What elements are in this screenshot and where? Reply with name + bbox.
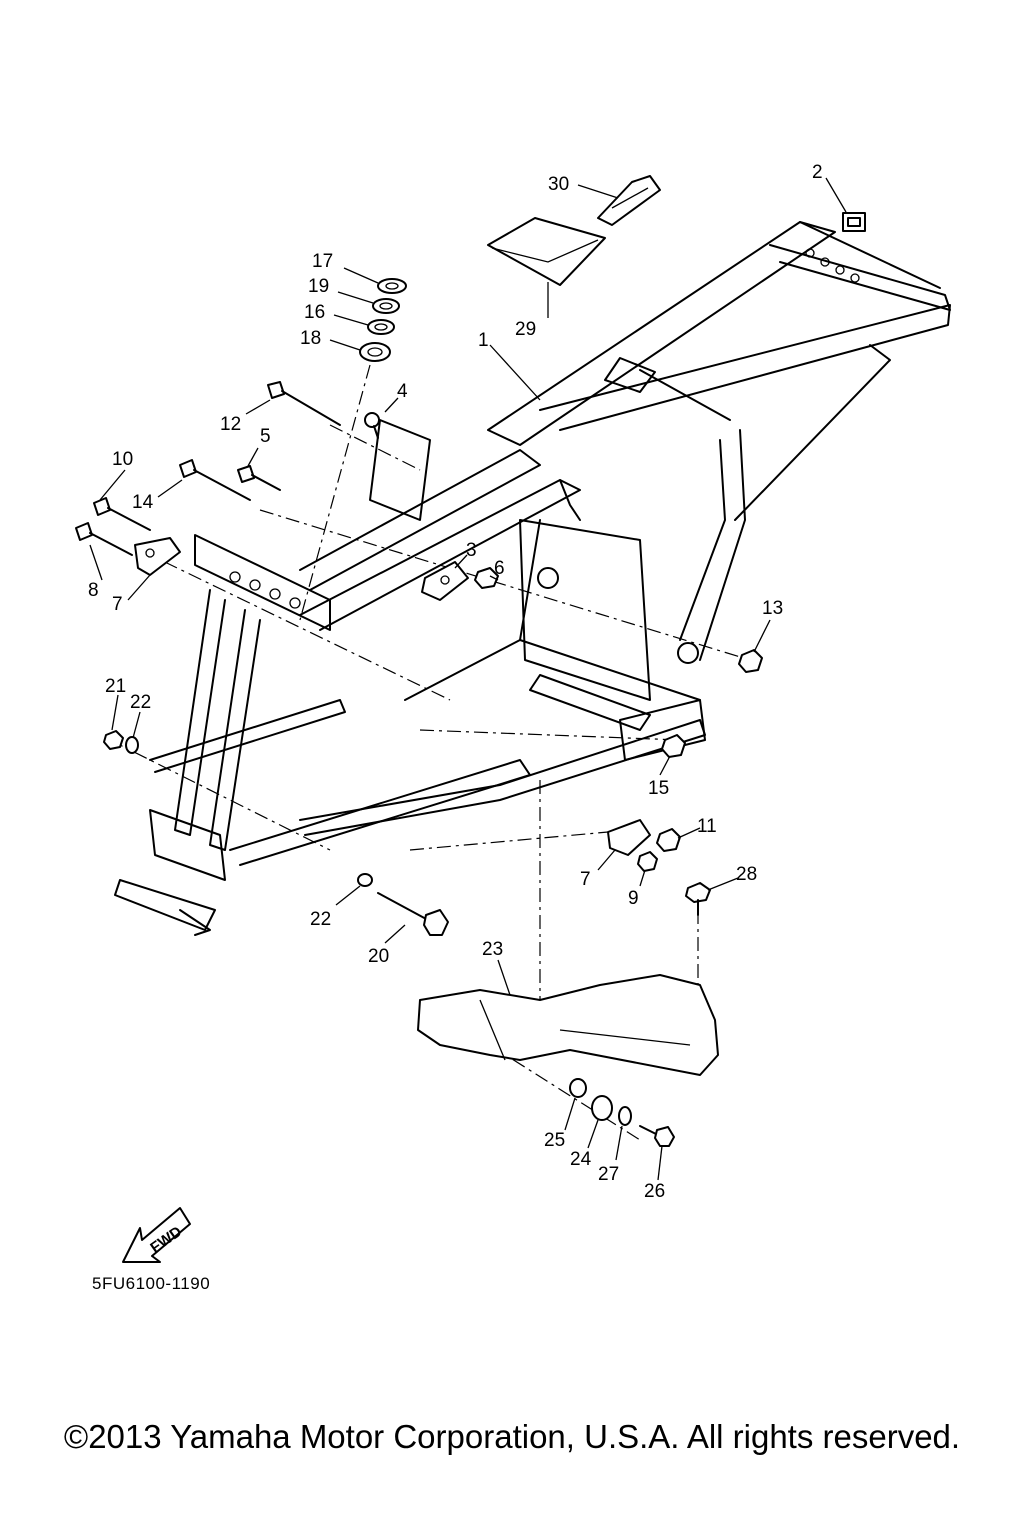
copyright-notice: ©2013 Yamaha Motor Corporation, U.S.A. A… (63, 1418, 961, 1455)
part-2-grommet[interactable] (842, 212, 866, 232)
callout-18: 18 (300, 328, 321, 349)
part-18-collar[interactable] (359, 342, 391, 362)
callout-2: 2 (812, 162, 823, 183)
callout-17: 17 (312, 251, 333, 272)
part-10-bolt[interactable] (93, 497, 151, 531)
part-24-damper[interactable] (591, 1095, 613, 1121)
callout-3: 3 (466, 540, 477, 561)
part-30-bracket[interactable] (597, 175, 661, 226)
part-12-bolt[interactable] (267, 381, 341, 426)
callout-21: 21 (105, 676, 126, 697)
callout-8: 8 (88, 580, 99, 601)
part-7-plate-rear[interactable] (607, 819, 651, 856)
callout-30: 30 (548, 174, 569, 195)
callout-labels: 30 2 29 17 19 16 18 1 4 12 5 10 14 3 6 8… (88, 162, 823, 1202)
callout-13: 13 (762, 598, 783, 619)
callout-10: 10 (112, 449, 133, 470)
part-13-nut[interactable] (738, 649, 763, 673)
callout-12: 12 (220, 414, 241, 435)
part-3-plate[interactable] (421, 561, 469, 601)
part-22-washer-left[interactable] (125, 736, 139, 754)
callout-6: 6 (494, 558, 505, 579)
part-19-collar[interactable] (372, 298, 400, 314)
callout-20: 20 (368, 946, 389, 967)
part-6-nut[interactable] (474, 567, 499, 589)
callout-28: 28 (736, 864, 757, 885)
part-22-washer-lower[interactable] (357, 873, 373, 887)
callout-27: 27 (598, 1164, 619, 1185)
part-9-nut[interactable] (637, 851, 658, 872)
callout-26: 26 (644, 1181, 665, 1202)
callout-11: 11 (697, 816, 717, 837)
callout-15: 15 (648, 778, 669, 799)
callout-23: 23 (482, 939, 503, 960)
part-8-bolt[interactable] (75, 522, 133, 556)
part-7-plate-front[interactable] (134, 537, 181, 576)
part-28-bolt[interactable] (685, 882, 711, 916)
part-27-washer[interactable] (618, 1106, 632, 1126)
callout-29: 29 (515, 319, 536, 340)
callout-24: 24 (570, 1149, 592, 1170)
part-11-nut[interactable] (656, 828, 681, 852)
fwd-arrow-icon: FWD (122, 1207, 191, 1263)
callout-14: 14 (132, 492, 154, 513)
part-4-bolt[interactable] (364, 412, 380, 439)
part-5-bolt[interactable] (237, 465, 281, 491)
callout-1: 1 (478, 330, 489, 351)
callout-5: 5 (260, 426, 271, 447)
callout-16: 16 (304, 302, 325, 323)
callout-7-rear: 7 (580, 869, 591, 890)
callout-4: 4 (397, 381, 408, 402)
part-29-cover-plate[interactable] (487, 217, 606, 286)
callout-19: 19 (308, 276, 329, 297)
callout-7-front: 7 (112, 594, 123, 615)
part-21-nut[interactable] (103, 730, 124, 750)
part-25-collar[interactable] (569, 1078, 587, 1098)
callout-leaders (89, 177, 847, 1181)
main-frame (114, 221, 951, 936)
part-15-nut[interactable] (661, 734, 686, 758)
callout-22-upper: 22 (130, 692, 151, 713)
callout-22-lower: 22 (310, 909, 331, 930)
diagram-code: 5FU6100-1190 (92, 1274, 211, 1293)
part-26-bolt[interactable] (639, 1125, 675, 1147)
callout-25: 25 (544, 1130, 565, 1151)
part-17-collar[interactable] (377, 278, 407, 294)
part-14-bolt[interactable] (179, 459, 251, 501)
part-16-collar[interactable] (367, 319, 395, 335)
callout-9: 9 (628, 888, 639, 909)
part-23-guard[interactable] (417, 974, 719, 1076)
part-20-bolt[interactable] (377, 892, 449, 936)
